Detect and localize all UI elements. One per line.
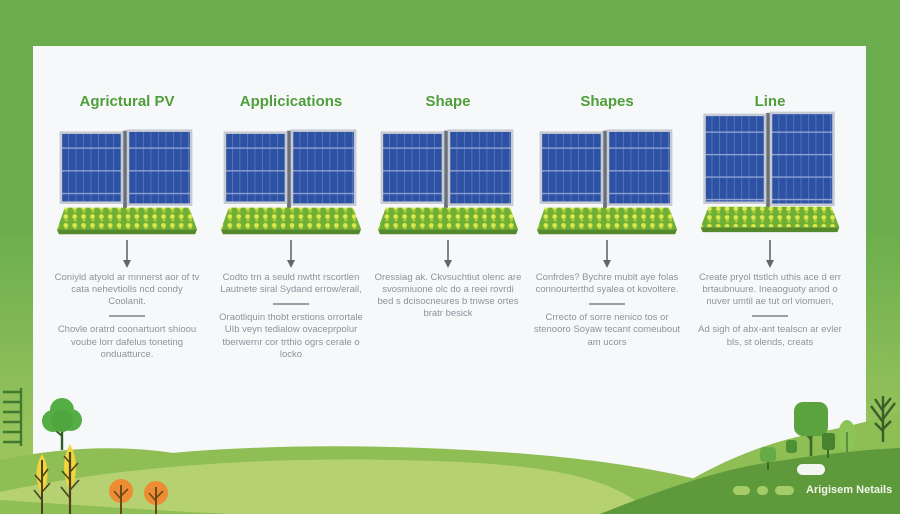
paragraph: Ad sigh of abx-ant tealscn ar evler bls,…	[698, 324, 842, 348]
paragraph: Oressiag ak. Ckvsuchtiut olenc are svosm…	[374, 272, 522, 320]
down-arrow-icon	[122, 239, 132, 269]
down-arrow-icon	[765, 239, 775, 269]
small-tree-icon	[822, 433, 835, 458]
column-heading: Shapes	[580, 93, 634, 110]
footer-badge: Arigisem Netails	[733, 484, 892, 496]
solar-panel-icon	[219, 129, 363, 236]
paragraph: Create pryol ttstlch uthis ace d err brt…	[698, 272, 842, 308]
bushy-tree-icon	[42, 398, 82, 450]
blank-sign	[797, 464, 825, 475]
column-line: Line Create pryol ttstlch uthis ace d er…	[690, 92, 850, 349]
small-tree-icon	[786, 440, 797, 453]
decorative-pill	[775, 485, 794, 495]
paragraph: Oraotliquin thobt erstions orrortale UIb…	[219, 312, 363, 360]
paragraph: Crrecto of sorre nenico tos or stenooro …	[533, 312, 681, 348]
solar-panel-icon	[55, 129, 199, 236]
solar-panel-icon	[699, 111, 841, 234]
decorative-pill	[733, 485, 750, 495]
decorative-pill	[757, 485, 768, 495]
column-description: Create pryol ttstlch uthis ace d err brt…	[696, 272, 844, 349]
column-description: Coniyld atyold ar mnnerst aor of tv cata…	[53, 272, 201, 361]
paragraph: Chovle oratrd coonartuort shioou voube l…	[57, 324, 197, 360]
column-heading: Applicications	[239, 93, 343, 110]
yellow-tree-icon	[33, 454, 51, 514]
column-heading: Agrictural PV	[79, 93, 175, 110]
column-agricultural-pv: Agrictural PV Coniyld atyold ar mnnerst …	[47, 92, 207, 361]
column-description: Codto trn a seuld nwtht rscortlen Lautne…	[217, 272, 365, 361]
down-arrow-icon	[602, 239, 612, 269]
solar-panel-icon	[376, 129, 520, 236]
footer-label: Arigisem Netails	[806, 484, 893, 496]
column-description: Confrdes? Bychre mublt aye folas connour…	[533, 272, 681, 349]
paragraph: Confrdes? Bychre mublt aye folas connour…	[535, 272, 679, 296]
down-arrow-icon	[443, 239, 453, 269]
oval-tree-icon	[838, 420, 856, 452]
frame-right	[866, 0, 900, 514]
paragraph: Codto trn a seuld nwtht rscortlen Lautne…	[220, 272, 362, 296]
yellow-tree-icon	[60, 444, 80, 514]
paragraph-divider	[109, 315, 145, 318]
orange-tree-icon	[109, 479, 133, 514]
column-description: Oressiag ak. Ckvsuchtiut olenc are svosm…	[374, 272, 522, 321]
paragraph-divider	[273, 303, 309, 306]
column-heading: Shape	[425, 93, 471, 110]
rounded-tree-icon	[794, 402, 828, 456]
column-heading: Line	[754, 93, 786, 110]
solar-panel-icon	[535, 129, 679, 236]
column-shapes: Shapes Confrdes? Bychre mublt aye folas …	[527, 92, 687, 349]
down-arrow-icon	[286, 239, 296, 269]
paragraph-divider	[752, 315, 788, 318]
paragraph: Coniyld atyold ar mnnerst aor of tv cata…	[54, 272, 200, 308]
column-applications: Applicications Codto trn a seuld nwtht r…	[211, 92, 371, 361]
orange-tree-icon	[144, 481, 168, 514]
frame-left	[0, 0, 33, 514]
frame-top	[0, 0, 900, 46]
paragraph-divider	[589, 303, 625, 306]
rounded-tree-icon	[760, 447, 776, 470]
column-shape: Shape Oressiag ak. Ckvsuchtiut olenc are…	[368, 92, 528, 321]
